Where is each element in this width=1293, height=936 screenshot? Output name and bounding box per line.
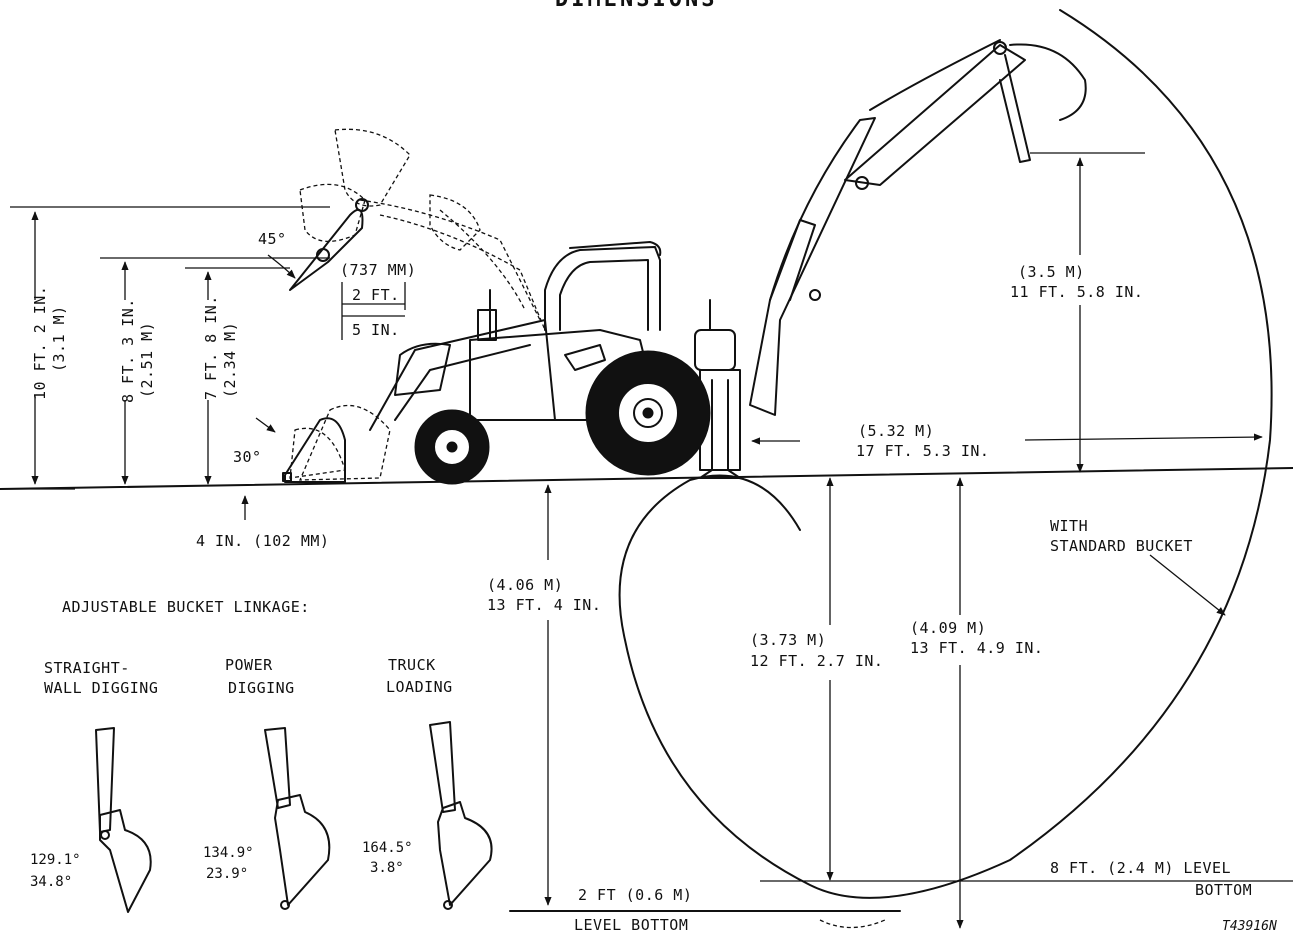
linkage-angle-a-2: 134.9°: [203, 845, 254, 861]
backhoe-depth-2ft-metric: (4.06 M): [487, 576, 563, 594]
rear-wheel: [585, 350, 711, 476]
backhoe-reach-metric: (5.32 M): [858, 422, 934, 440]
loader-reach-metric: (737 MM): [340, 261, 416, 279]
backhoe-depth-max: 13 FT. 4.9 IN.: [910, 639, 1043, 657]
linkage-bucket-power: [264, 727, 331, 910]
loader-height-pin: 10 FT. 2 IN.: [31, 286, 49, 400]
header-title: DIMENSIONS: [555, 0, 717, 12]
tractor-body: [369, 241, 741, 479]
loader-dig-depth: 4 IN. (102 MM): [196, 532, 329, 550]
backhoe-load-height: 11 FT. 5.8 IN.: [1010, 283, 1143, 301]
backhoe-dim-lines: [509, 152, 1293, 929]
svg-text:WALL DIGGING: WALL DIGGING: [44, 679, 158, 697]
backhoe-load-height-metric: (3.5 M): [1018, 263, 1085, 281]
loader-height-dump-metric: (2.51 M): [138, 322, 156, 398]
loader-arm-ghosts: [289, 128, 546, 481]
loader-height-pin-metric: (3.1 M): [50, 305, 68, 372]
backhoe-depth-2ft: 13 FT. 4 IN.: [487, 596, 601, 614]
backhoe-reach-envelope: [618, 9, 1273, 899]
linkage-angle-b-1: 34.8°: [30, 874, 72, 890]
linkage-mode-power: POWER DIGGING: [225, 656, 295, 697]
loader-height-dump: 8 FT. 3 IN.: [119, 298, 137, 403]
svg-text:TRUCK: TRUCK: [388, 656, 436, 674]
loader-reach-dim: [341, 282, 406, 340]
loader-rollback-angle: 30°: [233, 448, 262, 466]
loader-height-arrows: [10, 206, 330, 485]
linkage-angle-b-2: 23.9°: [206, 866, 248, 882]
backhoe-bucket-note-2: STANDARD BUCKET: [1050, 537, 1193, 555]
linkage-title: ADJUSTABLE BUCKET LINKAGE:: [62, 598, 310, 616]
backhoe-bucket-note-1: WITH: [1050, 517, 1088, 535]
linkage-angle-b-3: 3.8°: [370, 860, 404, 876]
svg-text:STRAIGHT-: STRAIGHT-: [44, 659, 130, 677]
backhoe-arm: [749, 39, 1087, 416]
linkage-mode-straight: STRAIGHT- WALL DIGGING: [44, 659, 158, 697]
svg-text:LOADING: LOADING: [386, 678, 453, 696]
figure-code: T43916N: [1222, 919, 1277, 934]
backhoe-reach: 17 FT. 5.3 IN.: [856, 442, 989, 460]
linkage-bucket-truck: [429, 721, 493, 910]
linkage-angle-a-1: 129.1°: [30, 852, 81, 868]
backhoe-depth-8ft-metric: (3.73 M): [750, 631, 826, 649]
backhoe-level-2ft-2: LEVEL BOTTOM: [574, 916, 688, 934]
loader-reach-ft: 2 FT.: [352, 286, 400, 304]
svg-text:POWER: POWER: [225, 656, 273, 674]
backhoe-depth-max-metric: (4.09 M): [910, 619, 986, 637]
backhoe-level-8ft-2: BOTTOM: [1195, 881, 1252, 899]
backhoe-level-8ft: 8 FT. (2.4 M) LEVEL: [1050, 859, 1231, 877]
backhoe-level-2ft: 2 FT (0.6 M): [578, 886, 692, 904]
loader-dump-angle: 45°: [258, 230, 287, 248]
linkage-angle-a-3: 164.5°: [362, 840, 413, 856]
loader-height-clear: 7 FT. 8 IN.: [202, 295, 220, 400]
front-wheel: [414, 409, 490, 485]
loader-bucket-raised: [289, 198, 369, 291]
linkage-bucket-straight: [95, 727, 152, 913]
loader-reach-in: 5 IN.: [352, 321, 400, 339]
backhoe-depth-8ft: 12 FT. 2.7 IN.: [750, 652, 883, 670]
svg-text:DIGGING: DIGGING: [228, 679, 295, 697]
linkage-mode-truck: TRUCK LOADING: [386, 656, 453, 696]
loader-height-clear-metric: (2.34 M): [221, 322, 239, 398]
loader-bucket-ground: [282, 417, 346, 483]
